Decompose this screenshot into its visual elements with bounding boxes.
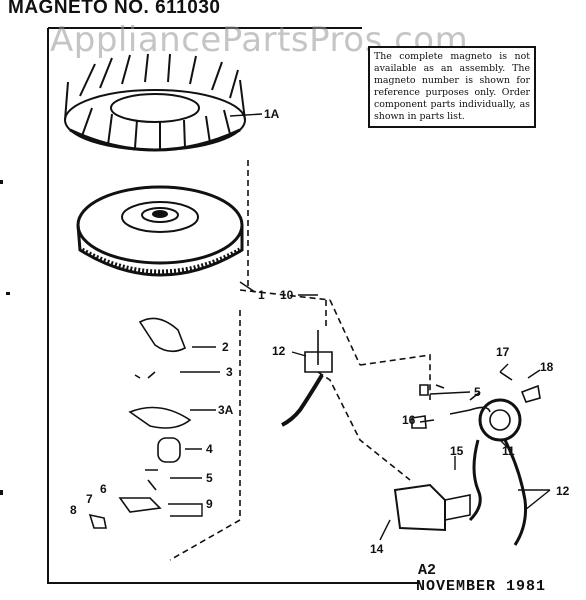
callout-5-right: 5	[474, 385, 481, 399]
callout-10: 10	[280, 288, 294, 302]
callout-17: 17	[496, 345, 510, 359]
ignition-assembly	[281, 330, 541, 546]
callout-2: 2	[222, 340, 229, 354]
callout-12-coil: 12	[272, 344, 286, 358]
callout-1A: 1A	[264, 107, 280, 121]
callout-8: 8	[70, 503, 77, 517]
scan-specks	[0, 180, 10, 495]
callout-7: 7	[86, 492, 93, 506]
small-parts-left	[88, 317, 192, 529]
callout-4: 4	[206, 442, 213, 456]
callout-14: 14	[370, 542, 384, 556]
callout-18: 18	[540, 360, 554, 374]
frame-line	[47, 28, 420, 584]
callout-16: 16	[402, 413, 416, 427]
callout-12-lead: 12	[556, 484, 570, 498]
callout-15: 15	[450, 444, 464, 458]
publication-date: NOVEMBER 1981	[416, 578, 547, 595]
flywheel-fan	[64, 53, 246, 152]
callout-3A: 3A	[218, 403, 234, 417]
magneto-title: MAGNETO NO. 611030	[8, 0, 221, 18]
callout-9: 9	[206, 497, 213, 511]
callout-6: 6	[100, 482, 107, 496]
assembly-note: The complete magneto is not available as…	[368, 46, 536, 128]
callout-11: 11	[502, 444, 515, 458]
page-code: A2	[418, 562, 437, 579]
flywheel	[76, 185, 244, 277]
callout-1: 1	[258, 288, 265, 302]
callout-leaders	[168, 113, 551, 541]
callout-3: 3	[226, 365, 233, 379]
callout-5-left: 5	[206, 471, 213, 485]
